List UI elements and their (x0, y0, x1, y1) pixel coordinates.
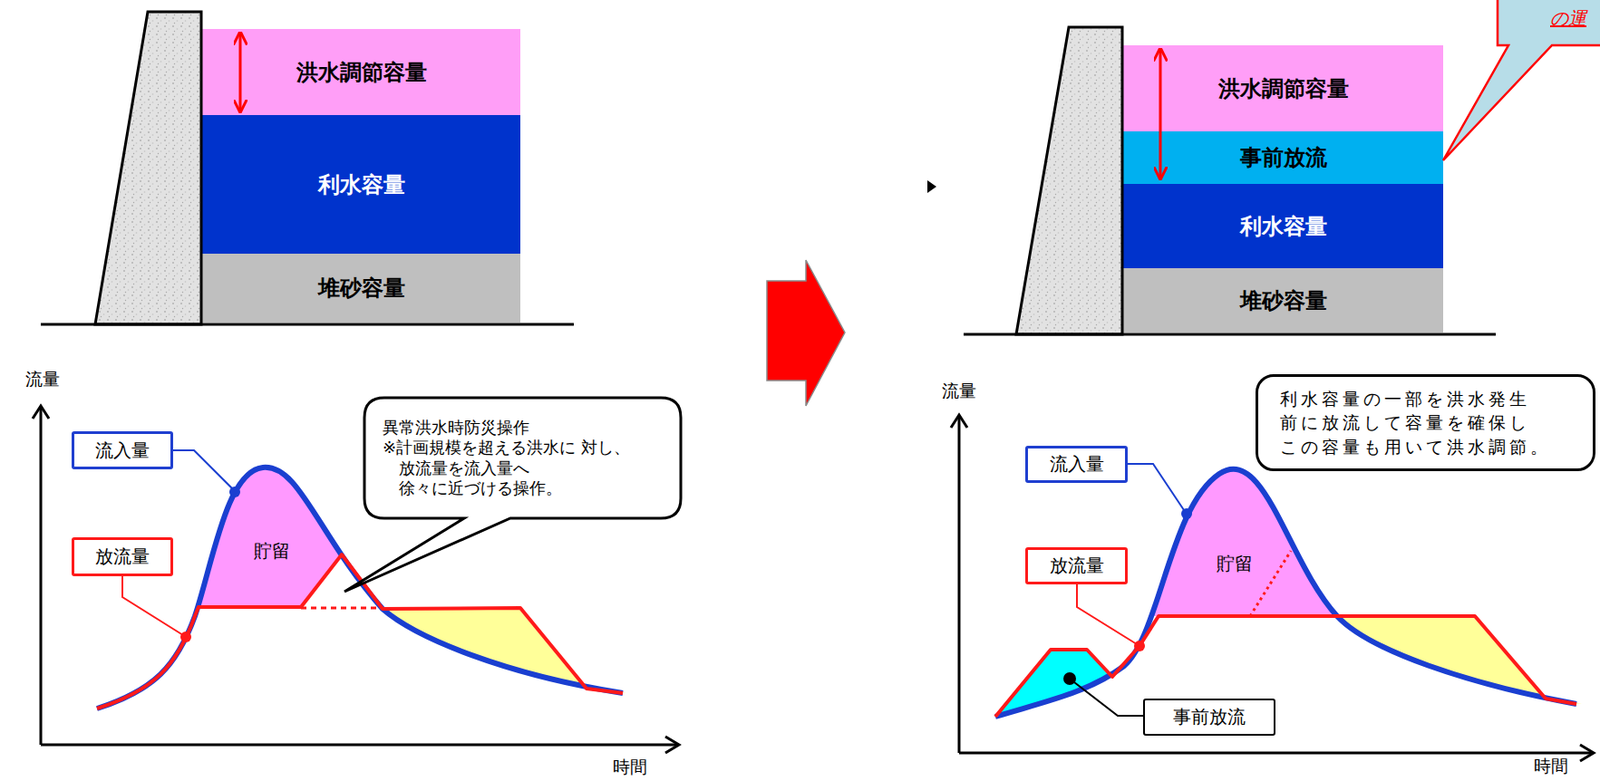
node-text: 洪水調節容量 (296, 58, 427, 87)
node-text: 利水容量の一部を洪水発生 前に放流して容量を確保し この容量も用いて洪水調節。 (1280, 387, 1572, 460)
axis-label: 流量 (25, 368, 60, 392)
node-text: 堆砂容量 (318, 274, 406, 302)
capacity-band: 利水容量 (202, 115, 521, 254)
node-text: 利水容量 (1240, 213, 1328, 241)
node-text: 事前放流 (1173, 706, 1246, 729)
callout-bubble: 異常洪水時防災操作※計画規模を超える洪水に 対し、放流量を流入量へ 徐々に近づけ… (364, 397, 681, 519)
axis-label: 時間 (1533, 755, 1569, 779)
node-text: ※計画規模を超える洪水に 対し、放流量を流入量へ 徐々に近づける操作。 (382, 437, 646, 500)
callout-heading: 異常洪水時防災操作 (382, 417, 530, 439)
note-callout: の運 (1541, 1, 1596, 35)
info-box: 利水容量の一部を洪水発生 前に放流して容量を確保し この容量も用いて洪水調節。 (1255, 374, 1596, 472)
node-text: 流入量 (1049, 453, 1105, 476)
region-label: 貯留 (253, 539, 291, 564)
node-text: 堆砂容量 (1240, 287, 1328, 315)
region-label: 貯留 (1216, 552, 1253, 577)
capacity-band: 堆砂容量 (202, 253, 521, 323)
node-text: 事前放流 (1240, 144, 1328, 172)
node-text: 放流量 (1049, 554, 1105, 578)
label-box: 放流量 (71, 537, 174, 577)
label-box: 事前放流 (1143, 698, 1276, 737)
label-box: 流入量 (71, 431, 174, 470)
label-box: 流入量 (1025, 446, 1128, 484)
node-text: の運 (1550, 7, 1587, 30)
capacity-band: 事前放流 (1123, 131, 1444, 185)
capacity-band: 洪水調節容量 (1123, 45, 1444, 132)
node-text: 利水容量 (318, 171, 406, 199)
axis-label: 時間 (612, 756, 648, 780)
node-text: 洪水調節容量 (1218, 75, 1349, 103)
capacity-band: 堆砂容量 (1123, 268, 1444, 333)
axis-label: 流量 (941, 379, 977, 404)
capacity-band: 洪水調節容量 (202, 29, 521, 116)
capacity-band: 利水容量 (1123, 184, 1444, 269)
label-box: 放流量 (1025, 547, 1128, 585)
node-text: 流入量 (95, 439, 150, 463)
node-text: 放流量 (95, 545, 150, 569)
